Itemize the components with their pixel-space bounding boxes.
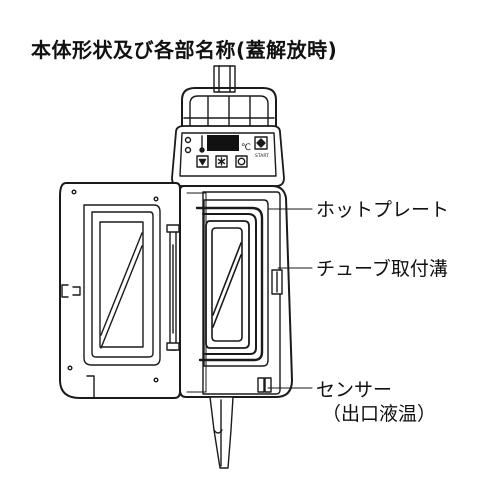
snowflake-button[interactable] xyxy=(215,155,228,168)
indicator-lamp-top xyxy=(184,136,192,144)
lid xyxy=(59,182,181,399)
down-button[interactable] xyxy=(196,155,209,168)
temp-unit-label: ℃ xyxy=(241,143,251,153)
label-sensor-detail: （出口液温） xyxy=(322,403,437,425)
label-sensor: センサー xyxy=(316,379,393,401)
start-button[interactable] xyxy=(254,136,268,150)
main-body xyxy=(179,185,293,398)
lid-screw xyxy=(71,189,77,195)
bottom-cable xyxy=(209,396,234,469)
timer-button[interactable] xyxy=(235,155,248,168)
lid-screw xyxy=(67,365,73,371)
page-title: 本体形状及び各部名称(蓋解放時) xyxy=(31,38,338,62)
temperature-sensor xyxy=(257,377,272,393)
hotplate xyxy=(203,199,269,367)
indicator-lamp-bottom xyxy=(184,146,192,154)
label-hotplate: ホットプレート xyxy=(316,199,450,221)
tube-groove xyxy=(195,206,264,362)
thermometer-icon xyxy=(199,135,205,153)
handle xyxy=(181,87,277,129)
lid-screw xyxy=(153,196,159,202)
temperature-display xyxy=(207,135,239,151)
start-label: START xyxy=(255,153,269,159)
label-tube-groove: チューブ取付溝 xyxy=(316,258,448,280)
lid-screw xyxy=(153,377,159,383)
